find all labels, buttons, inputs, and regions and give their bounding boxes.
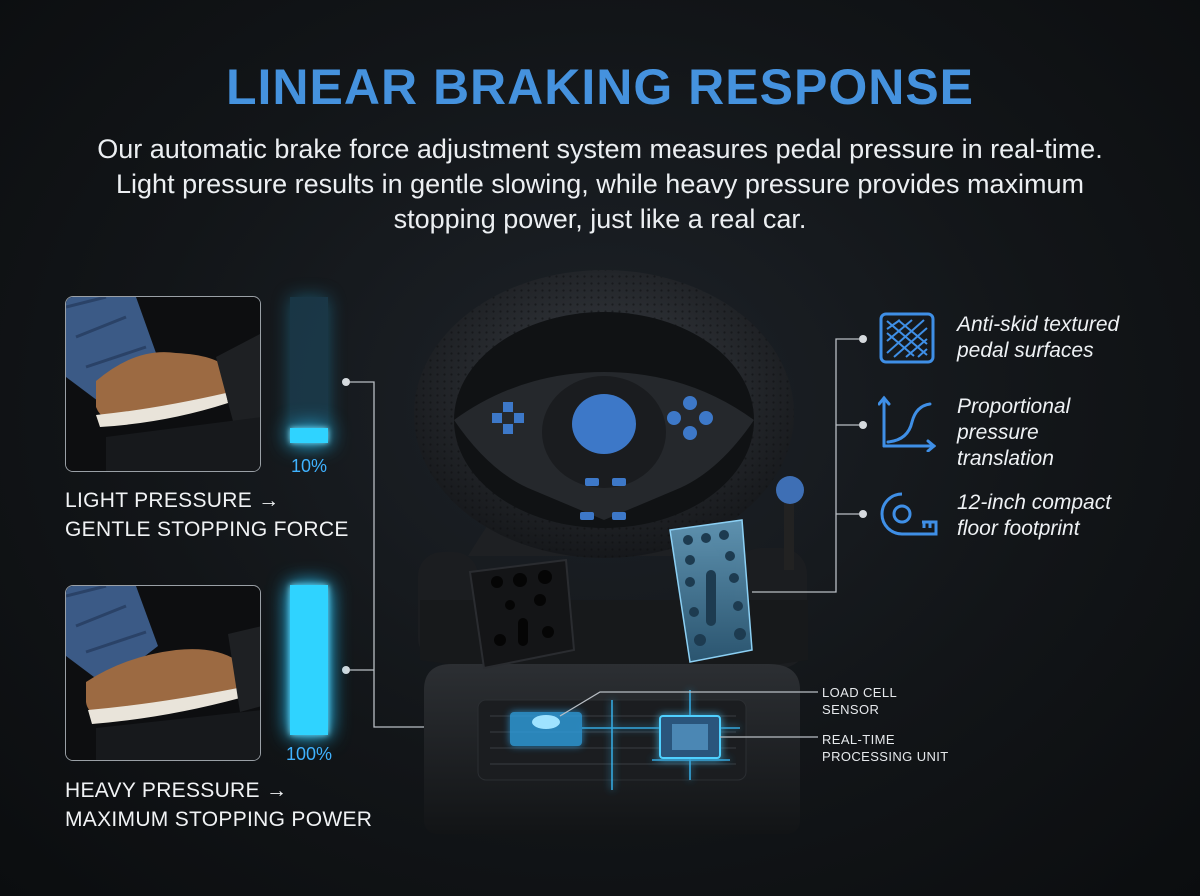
pedal-base xyxy=(424,664,800,834)
brake-pedal xyxy=(669,519,753,663)
light-pressure-caption: LIGHT PRESSURE → GENTLE STOPPING FORCE xyxy=(65,486,349,544)
light-pressure-photo xyxy=(65,296,261,472)
right-connector-lines xyxy=(559,335,867,738)
heavy-pressure-caption: HEAVY PRESSURE → MAXIMUM STOPPING POWER xyxy=(65,776,372,834)
description-text: Our automatic brake force adjustment sys… xyxy=(97,134,1103,234)
light-pressure-caption-line2: GENTLE STOPPING FORCE xyxy=(65,518,349,541)
processing-unit-callout: REAL-TIME PROCESSING UNIT xyxy=(822,731,949,765)
heavy-pressure-caption-line2: MAXIMUM STOPPING POWER xyxy=(65,808,373,831)
steering-wheel xyxy=(414,270,794,558)
light-pressure-percent: 10% xyxy=(290,456,328,476)
light-pressure-fill xyxy=(290,428,328,443)
feature-anti-skid-line1: Anti-skid textured xyxy=(957,313,1120,336)
heavy-pressure-photo xyxy=(65,585,261,761)
feature-anti-skid-line2: pedal surfaces xyxy=(957,339,1094,362)
light-pressure-caption-line1: LIGHT PRESSURE → xyxy=(65,489,280,512)
accelerator-pedal xyxy=(468,558,576,670)
processing-unit-callout-line2: PROCESSING UNIT xyxy=(822,749,949,764)
heavy-pressure-meter xyxy=(290,585,328,735)
feature-footprint-line2: floor footprint xyxy=(957,517,1080,540)
heavy-pressure-caption-line1: HEAVY PRESSURE → xyxy=(65,779,288,802)
textured-surface-icon xyxy=(879,312,935,364)
load-cell-callout-line1: LOAD CELL xyxy=(822,685,898,700)
feature-footprint-line1: 12-inch compact xyxy=(957,491,1112,514)
heavy-pressure-fill xyxy=(290,585,328,735)
feature-proportional-line3: translation xyxy=(957,447,1054,470)
load-cell-callout-line2: SENSOR xyxy=(822,702,880,717)
feature-proportional-line2: pressure xyxy=(957,421,1039,444)
load-cell-callout: LOAD CELL SENSOR xyxy=(822,684,897,718)
feature-anti-skid: Anti-skid textured pedal surfaces xyxy=(957,312,1119,364)
page-title: LINEAR BRAKING RESPONSE xyxy=(225,59,975,115)
light-pressure-meter xyxy=(290,297,328,443)
heavy-pressure-percent: 100% xyxy=(285,744,333,764)
feature-proportional-line1: Proportional xyxy=(957,395,1071,418)
curve-graph-icon xyxy=(878,395,936,452)
feature-footprint: 12-inch compact floor footprint xyxy=(957,490,1111,542)
feature-proportional: Proportional pressure translation xyxy=(957,394,1070,472)
processing-unit-callout-line1: REAL-TIME xyxy=(822,732,895,747)
tape-measure-icon xyxy=(880,492,938,536)
